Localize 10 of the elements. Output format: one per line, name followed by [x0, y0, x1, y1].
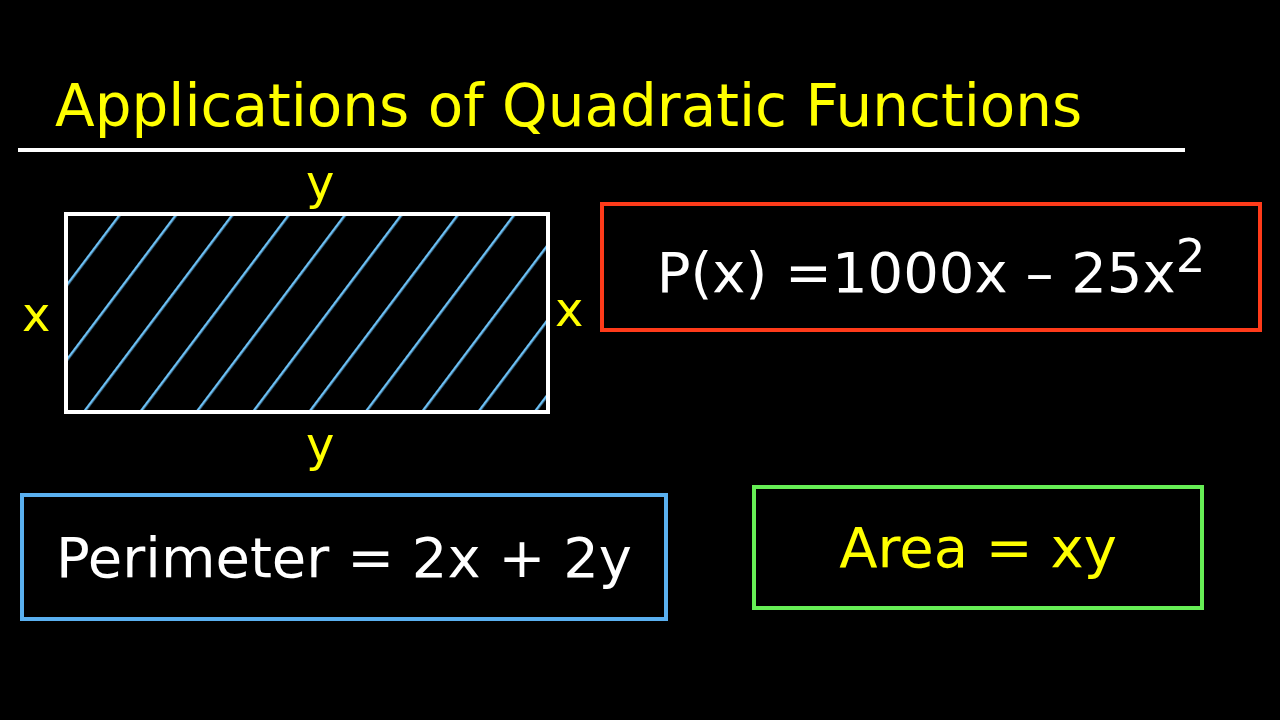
hatched-rectangle: [64, 212, 550, 414]
dimension-label: x: [22, 290, 51, 338]
formula-text: Perimeter = 2x + 2y: [56, 524, 632, 590]
dimension-label: x: [555, 285, 584, 333]
title: Applications of Quadratic Functions: [55, 72, 1083, 140]
formula-text: P(x) =1000x – 25x$^{2}$: [656, 229, 1206, 305]
formula-box: [600, 202, 1262, 332]
formula-box: [20, 493, 668, 621]
formula-text: Area = xy: [839, 515, 1117, 580]
formula-box: [752, 485, 1204, 610]
